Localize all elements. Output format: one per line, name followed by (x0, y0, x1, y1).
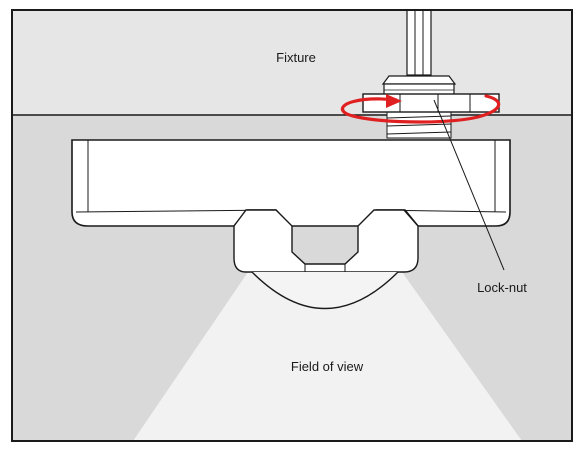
circular-arrow-icon (340, 94, 501, 124)
lock-nut-leader-line (433, 99, 505, 271)
sensor-cable (406, 9, 432, 76)
sensor-housing (71, 139, 511, 310)
fixture-label: Fixture (276, 50, 316, 65)
lock-nut (362, 93, 500, 113)
lock-nut-label: Lock-nut (477, 280, 527, 295)
field-of-view-cone (133, 272, 522, 441)
diagram-frame (11, 9, 573, 442)
field-of-view-label: Field of view (291, 359, 364, 374)
